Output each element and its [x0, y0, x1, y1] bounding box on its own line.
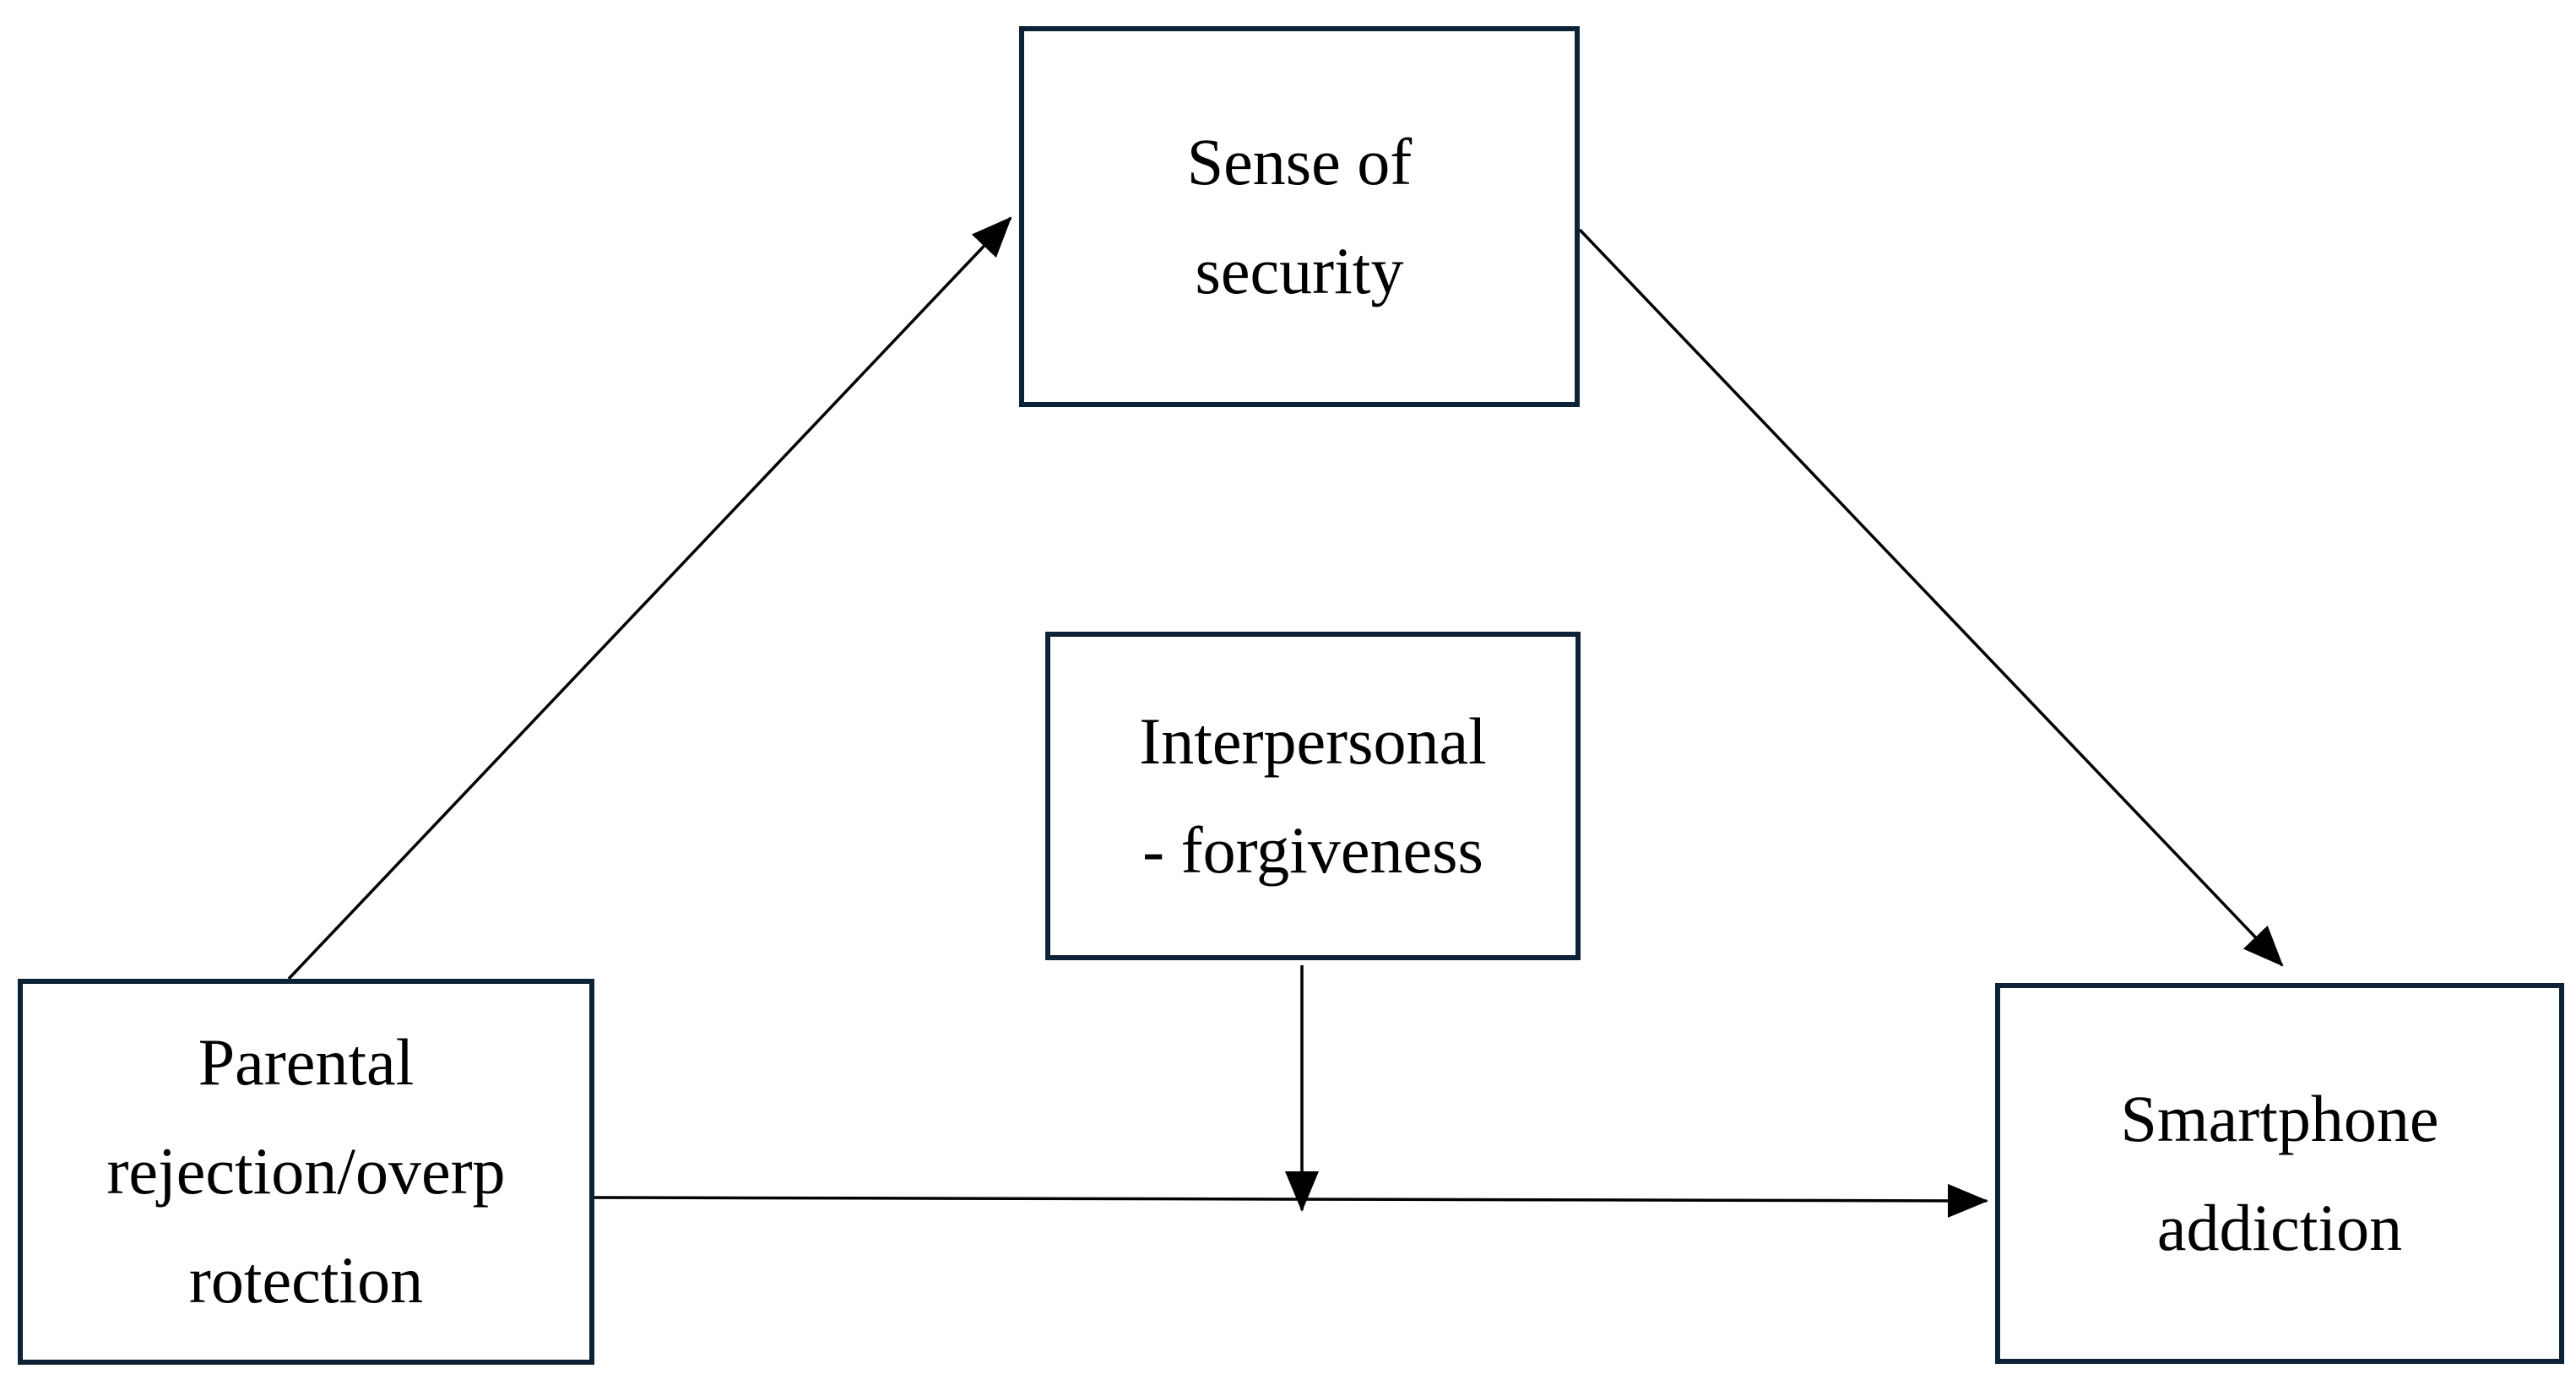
interpersonal-forgiveness-line-2: - forgiveness [1142, 812, 1483, 887]
sense-of-security-label: Sense of security [1187, 108, 1412, 325]
smartphone-addiction-line-1: Smartphone [2120, 1081, 2439, 1155]
parental-rejection-overprotection-box: Parental rejection/overp rotection [18, 979, 594, 1365]
interpersonal-forgiveness-box: Interpersonal - forgiveness [1045, 632, 1581, 960]
smartphone-addiction-box: Smartphone addiction [1995, 983, 2564, 1364]
smartphone-addiction-label: Smartphone addiction [2121, 1065, 2439, 1282]
parental-line-2: rejection/overp [106, 1134, 506, 1208]
arrow-parental-to-smartphone [594, 1183, 1988, 1218]
smartphone-addiction-line-2: addiction [2156, 1190, 2403, 1264]
interpersonal-forgiveness-label: Interpersonal - forgiveness [1139, 687, 1486, 904]
interpersonal-forgiveness-line-1: Interpersonal [1139, 703, 1487, 778]
parental-line-3: rotection [188, 1242, 424, 1317]
sense-of-security-line-1: Sense of [1186, 124, 1413, 198]
parental-rejection-overprotection-label: Parental rejection/overp rotection [106, 1008, 505, 1334]
arrow-security-to-smartphone [1578, 228, 2284, 967]
parental-line-1: Parental [198, 1025, 415, 1100]
sense-of-security-line-2: security [1195, 233, 1404, 307]
sense-of-security-box: Sense of security [1019, 26, 1580, 407]
arrow-parental-to-security [287, 216, 1012, 980]
